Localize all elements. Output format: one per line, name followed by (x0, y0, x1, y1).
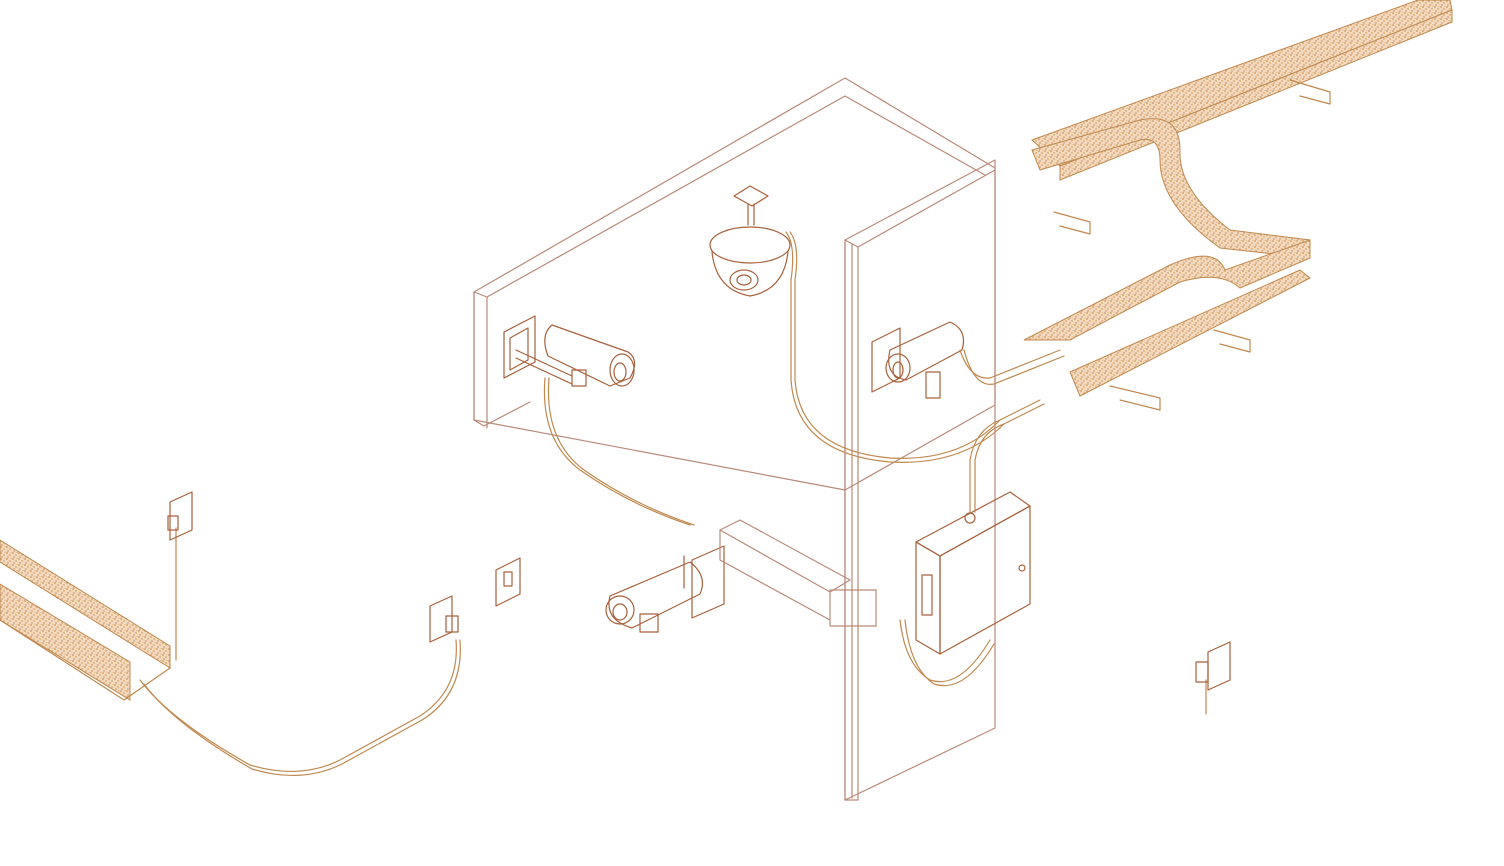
cable-tray-left (0, 539, 171, 701)
bullet-camera-right (871, 321, 965, 399)
outlet-icon (167, 491, 193, 541)
bullet-camera-left (503, 315, 636, 387)
cable-runs (139, 231, 1207, 776)
outlet-icon (429, 595, 459, 643)
dome-camera-icon (709, 185, 791, 297)
outlet-icon (495, 557, 521, 607)
junction-box-icon (915, 491, 1031, 655)
column (844, 159, 996, 801)
conduit-duct (719, 519, 877, 627)
outlet-icon (1195, 641, 1231, 691)
bullet-camera-lower (605, 545, 725, 633)
wall-panel (473, 77, 996, 491)
cable-tray-right (1023, 0, 1453, 411)
